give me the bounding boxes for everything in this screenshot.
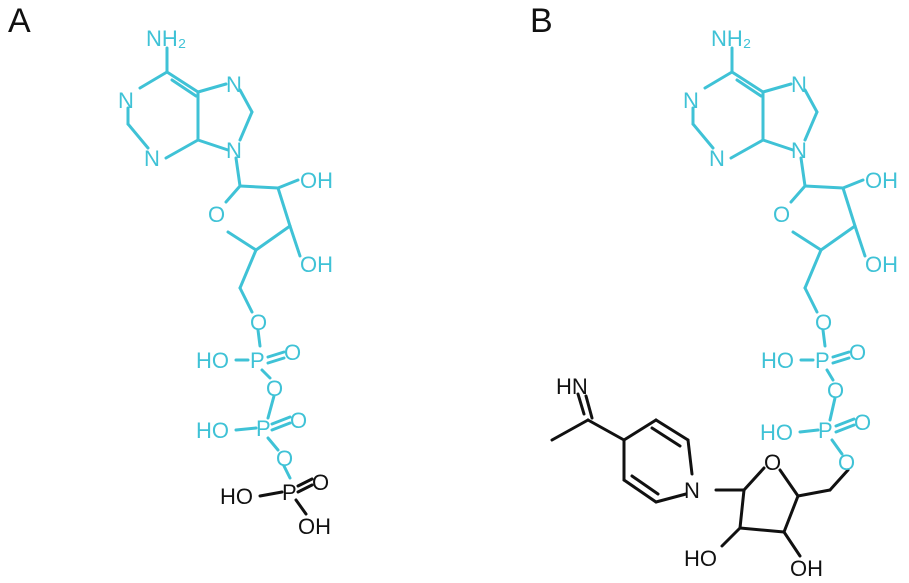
- dinucleotide-bonds-nicotinamide: [550, 392, 850, 558]
- atom-b-beta-o-ester: O: [838, 450, 855, 475]
- atom-alpha-o-double: O: [284, 340, 301, 365]
- atom-b-o-5: O: [815, 310, 832, 335]
- atom-b-ribose2-oh: OH: [790, 556, 823, 581]
- atom-beta-p: P: [256, 416, 271, 441]
- atom-b-alpha-ho: HO: [761, 348, 794, 373]
- panel-a: A: [8, 2, 333, 539]
- atom-b-ring-o: O: [773, 202, 790, 227]
- panel-label-b: B: [530, 2, 553, 40]
- atom-b-alpha-o-double: O: [849, 340, 866, 365]
- atom-ring-o: O: [208, 202, 225, 227]
- panel-b: B: [530, 2, 898, 581]
- atom-b-n9: N: [791, 138, 807, 163]
- dinucleotide-atoms: NH₂ N N N N O OH OH O HO P O O HO P O O …: [556, 26, 898, 581]
- atom-n9: N: [226, 138, 242, 163]
- atom-b-pyridine-n: N: [684, 478, 700, 503]
- atom-b-beta-o-double: O: [854, 410, 871, 435]
- atom-alpha-ho: HO: [196, 348, 229, 373]
- atom-beta-o-double: O: [290, 408, 307, 433]
- atom-b-ribose2-o: O: [764, 450, 781, 475]
- atom-alpha-p: P: [250, 348, 265, 373]
- atom-b-n3: N: [709, 146, 725, 171]
- atp-bonds-adenosine: [126, 46, 302, 480]
- atom-gamma-oh: OH: [298, 514, 331, 539]
- atom-b-beta-ho: HO: [760, 420, 793, 445]
- atom-bridge-o2: O: [276, 446, 293, 471]
- atom-n1: N: [118, 88, 134, 113]
- atom-gamma-p: P: [282, 480, 297, 505]
- atom-b-hn: HN: [556, 374, 588, 399]
- atom-b-bridge-o: O: [827, 378, 844, 403]
- atom-b-n1: N: [683, 88, 699, 113]
- atom-n7: N: [226, 72, 242, 97]
- atom-b-nh2: NH₂: [711, 26, 751, 51]
- atom-gamma-o-double: O: [312, 470, 329, 495]
- atom-b-alpha-p: P: [815, 348, 830, 373]
- atom-o-5: O: [250, 310, 267, 335]
- atom-nh2: NH₂: [146, 26, 186, 51]
- dinucleotide-bonds-adenosine: [691, 46, 867, 456]
- atom-b-3-oh: OH: [865, 252, 898, 277]
- atp-bonds-gamma-phosphate: [258, 477, 314, 516]
- atom-2-oh: OH: [300, 168, 333, 193]
- atom-bridge-o1: O: [266, 376, 283, 401]
- atom-beta-ho: HO: [196, 418, 229, 443]
- atom-b-n7: N: [791, 72, 807, 97]
- atom-gamma-ho: HO: [220, 484, 253, 509]
- atom-b-2-oh: OH: [865, 168, 898, 193]
- atp-atoms: NH₂ N N N N O OH OH O HO P O O HO P O O …: [118, 26, 333, 539]
- atom-b-ribose2-ho: HO: [684, 546, 717, 571]
- atom-3-oh: OH: [300, 252, 333, 277]
- panel-label-a: A: [8, 2, 31, 40]
- atom-b-beta-p: P: [818, 418, 833, 443]
- atom-n3: N: [144, 146, 160, 171]
